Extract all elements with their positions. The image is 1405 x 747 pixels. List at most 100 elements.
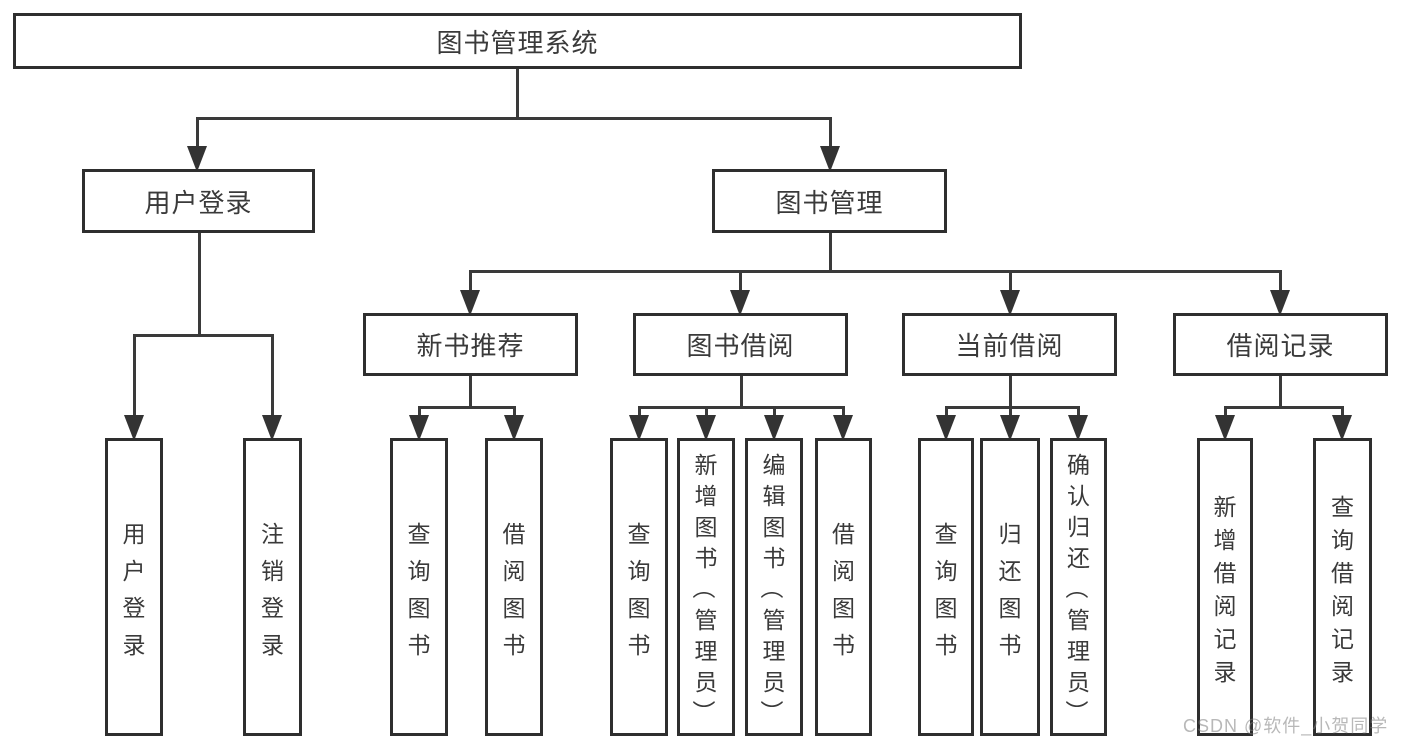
node-label-char: 图	[832, 594, 855, 621]
connector-line	[637, 405, 845, 409]
connector-line	[772, 407, 776, 419]
node-label-char: 员	[1067, 669, 1090, 695]
node-label-char: 理	[762, 638, 786, 664]
node-label-vertical: 新增借阅记录	[1210, 441, 1240, 733]
node-label-char: 借	[502, 520, 526, 547]
node-label-char: 阅	[502, 557, 526, 584]
node-label-char: 询	[627, 557, 651, 584]
node-label-char: 图	[934, 594, 958, 621]
node-user-login: 用户登录	[82, 169, 315, 233]
connector-line	[515, 69, 519, 118]
connector-line	[468, 271, 472, 294]
node-label-char: 员	[694, 669, 718, 695]
node-label-char: 新	[694, 452, 718, 478]
node-label-char: 查	[934, 520, 958, 547]
node-label: 当前借阅	[955, 331, 1064, 361]
node-label-vertical: 查询图书	[931, 441, 961, 733]
node-label-char: 图	[762, 514, 786, 540]
connector-line	[270, 335, 274, 419]
node-leaf-query-book-3: 查询图书	[918, 438, 974, 736]
node-label-char: 书	[407, 631, 431, 658]
node-label-char: 增	[1213, 526, 1237, 553]
node-label-vertical: 确认归还（管理员）	[1064, 441, 1094, 733]
connector-line	[1076, 407, 1080, 419]
node-label-char: 户	[122, 557, 146, 584]
node-label-char: 借	[1213, 559, 1237, 586]
arrowhead-down-icon	[820, 146, 840, 172]
watermark: CSDN @软件_小贺同学	[1183, 716, 1389, 736]
connector-line	[197, 233, 201, 335]
node-label-char: 图	[502, 594, 526, 621]
arrowhead-down-icon	[629, 415, 649, 441]
connector-line	[738, 271, 742, 294]
node-label-vertical: 归还图书	[995, 441, 1025, 733]
connector-line	[739, 376, 743, 407]
node-label-char: 认	[1067, 483, 1090, 509]
node-leaf-query-book-2: 查询图书	[610, 438, 668, 736]
arrowhead-down-icon	[262, 415, 282, 441]
node-label-char: 销	[261, 557, 284, 584]
node-label-char: 录	[1331, 658, 1354, 685]
node-label: 图书借阅	[686, 331, 795, 361]
node-label: 新书推荐	[416, 331, 525, 361]
node-label: 图书管理系统	[436, 27, 599, 58]
node-label-vertical: 借阅图书	[499, 441, 529, 733]
node-label-char: 书	[762, 545, 786, 571]
connector-line	[1223, 407, 1227, 419]
arrowhead-down-icon	[124, 415, 144, 441]
arrowhead-down-icon	[936, 415, 956, 441]
node-label-char: （	[759, 575, 785, 599]
node-label-char: 新	[1213, 493, 1237, 520]
node-label-char: 询	[1331, 526, 1354, 553]
node-label-char: 编	[762, 452, 786, 478]
arrowhead-down-icon	[730, 290, 750, 316]
node-leaf-borrow-book-1: 借阅图书	[485, 438, 543, 736]
connector-line	[704, 407, 708, 419]
node-label: 用户登录	[144, 187, 253, 218]
connector-line	[841, 407, 845, 419]
connector-line	[132, 335, 136, 419]
node-label-char: （	[691, 575, 717, 599]
node-label-char: 借	[1331, 559, 1354, 586]
connector-line	[1278, 376, 1282, 407]
node-label-char: （	[1063, 575, 1090, 599]
node-label-char: 书	[627, 631, 651, 658]
connector-line	[1223, 405, 1344, 409]
node-label-char: 登	[261, 594, 284, 621]
node-label-char: 书	[998, 631, 1022, 658]
arrowhead-down-icon	[1000, 290, 1020, 316]
node-label-char: 还	[998, 557, 1022, 584]
node-label-vertical: 新增图书（管理员）	[691, 441, 721, 733]
node-label-char: 询	[407, 557, 431, 584]
node-label-char: 理	[1067, 638, 1090, 664]
node-label-char: ）	[759, 699, 785, 723]
node-leaf-logout: 注销登录	[243, 438, 302, 736]
node-book-mgmt: 图书管理	[712, 169, 947, 233]
arrowhead-down-icon	[696, 415, 716, 441]
node-label-char: 图	[694, 514, 718, 540]
node-leaf-borrow-book-2: 借阅图书	[815, 438, 872, 736]
connector-line	[1008, 376, 1012, 407]
node-label-char: 归	[1067, 514, 1090, 540]
connector-line	[637, 407, 641, 419]
node-label-char: 查	[1331, 493, 1354, 520]
connector-line	[417, 405, 516, 409]
node-label: 图书管理	[775, 187, 884, 218]
node-label-char: 图	[407, 594, 431, 621]
connector-line	[195, 118, 199, 150]
node-label-char: 图	[998, 594, 1022, 621]
node-leaf-edit-book: 编辑图书（管理员）	[745, 438, 803, 736]
node-label-char: 借	[832, 520, 855, 547]
node-leaf-user-login: 用户登录	[105, 438, 163, 736]
connector-line	[1008, 407, 1012, 419]
connector-line	[468, 376, 472, 407]
connector-line	[944, 407, 948, 419]
arrowhead-down-icon	[1000, 415, 1020, 441]
node-label-char: 管	[1067, 607, 1090, 633]
node-leaf-add-book: 新增图书（管理员）	[677, 438, 735, 736]
connector-line	[195, 116, 832, 120]
node-label-char: 查	[627, 520, 651, 547]
node-leaf-add-record: 新增借阅记录	[1197, 438, 1253, 736]
arrowhead-down-icon	[187, 146, 207, 172]
